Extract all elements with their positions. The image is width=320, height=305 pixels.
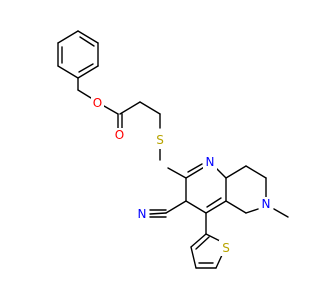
atom-s-thiophene: S: [222, 241, 230, 255]
molecule-structure: O O S N N N S: [57, 30, 289, 269]
ester-linker: [77, 77, 161, 130]
atom-n-amine: N: [262, 197, 271, 211]
atom-o-ether: O: [93, 96, 102, 110]
nitrile-group: [149, 200, 187, 218]
thiophene-ring: [190, 212, 223, 269]
pyridine-ring: [185, 163, 227, 214]
atom-n-nitrile: N: [138, 207, 147, 221]
atom-s-thioether: S: [156, 133, 164, 147]
thioether-link: [159, 147, 187, 179]
atom-o-carbonyl: O: [115, 128, 124, 142]
piperidine-ring: [225, 165, 289, 218]
atom-labels: O O S N N N S: [91, 96, 273, 256]
benzene-ring: [57, 30, 99, 79]
molecule-canvas: O O S N N N S: [57, 30, 289, 269]
atom-n-pyridine: N: [206, 155, 215, 169]
